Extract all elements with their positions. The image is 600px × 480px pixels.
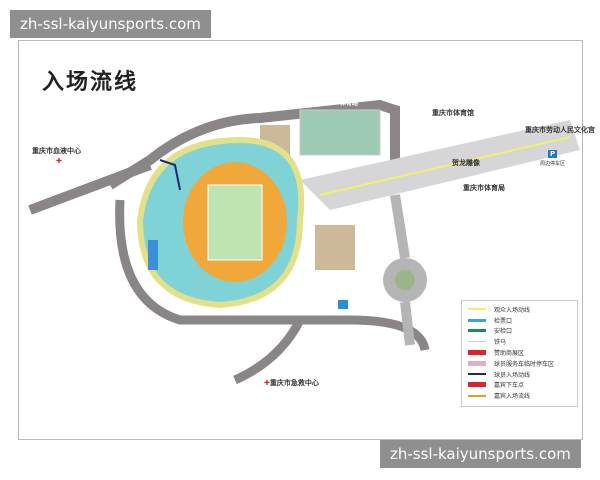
legend-item: 嘉宾下车点 xyxy=(462,380,577,391)
legend-label: 赞助商展区 xyxy=(494,350,525,358)
legend-item: 球员服务车临时停车区 xyxy=(462,358,577,369)
legend-swatch xyxy=(468,350,486,356)
label-blood-center: 重庆市血液中心 xyxy=(32,147,81,155)
arrow-left-icon xyxy=(468,394,486,397)
watermark-bottom: zh-ssl-kaiyunsports.com xyxy=(380,440,581,468)
legend-label: 检票口 xyxy=(494,317,513,325)
legend-label: 嘉宾入场流线 xyxy=(494,393,531,401)
watermark-top: zh-ssl-kaiyunsports.com xyxy=(10,10,211,38)
road-label-left: 体育路 xyxy=(100,165,119,172)
legend-item: 球员入场动线 xyxy=(462,369,577,380)
label-gymnasium: 重庆市体育馆 xyxy=(432,109,474,117)
legend-swatch xyxy=(468,341,486,343)
legend-label: 观众入场动线 xyxy=(494,306,531,314)
legend-item: 检票口 xyxy=(462,315,577,326)
arrow-left-icon xyxy=(468,308,486,311)
legend-label: 嘉宾下车点 xyxy=(494,382,525,390)
road-top xyxy=(107,99,400,190)
label-culture-palace: 重庆市劳动人民文化宫 xyxy=(525,126,595,134)
gymnasium-field xyxy=(299,109,381,156)
legend-label: 安检口 xyxy=(494,328,513,336)
label-parking: 周边停车区 xyxy=(540,161,566,167)
legend-swatch xyxy=(468,360,486,366)
hospital-icon: ✚ xyxy=(264,379,270,387)
legend-swatch xyxy=(468,318,486,322)
parking-icon xyxy=(338,300,348,309)
legend-item: 安检口 xyxy=(462,326,577,337)
football-pitch xyxy=(207,184,263,261)
legend-item: 铁马 xyxy=(462,336,577,347)
arrow-left-icon xyxy=(468,373,486,376)
label-emergency-center: ✚重庆市急救中心 xyxy=(264,378,319,388)
road-branch xyxy=(233,317,305,385)
sponsor-area xyxy=(148,240,158,270)
legend-label: 球员入场动线 xyxy=(494,371,531,379)
page-title: 入场流线 xyxy=(42,70,139,95)
legend-item: 观众入场动线 xyxy=(462,304,577,315)
legend-item: 赞助商展区 xyxy=(462,347,577,358)
road-roundabout xyxy=(390,194,415,346)
legend-label: 铁马 xyxy=(494,339,507,347)
label-statue: 贺龙雕像 xyxy=(452,159,480,167)
building xyxy=(315,225,355,270)
legend-label: 球员服务车临时停车区 xyxy=(494,360,555,368)
road-label-top: 体育路 xyxy=(340,100,359,107)
spectator-route xyxy=(319,136,571,196)
map-legend: 观众入场动线 检票口 安检口 铁马 赞助商展区 球员服务车临时停车区 球员入场动… xyxy=(461,300,578,407)
player-route-arrow xyxy=(159,159,181,191)
legend-swatch xyxy=(468,329,486,333)
boulevard xyxy=(300,120,580,210)
legend-item: 嘉宾入场流线 xyxy=(462,390,577,401)
road-bottom xyxy=(115,199,430,352)
parking-icon: P xyxy=(548,150,558,158)
label-emergency-text: 重庆市急救中心 xyxy=(269,379,319,387)
hospital-icon: ✚ xyxy=(56,157,62,165)
legend-swatch xyxy=(468,382,486,388)
label-sports-bureau: 重庆市体育局 xyxy=(463,184,505,192)
road-left xyxy=(28,160,152,215)
